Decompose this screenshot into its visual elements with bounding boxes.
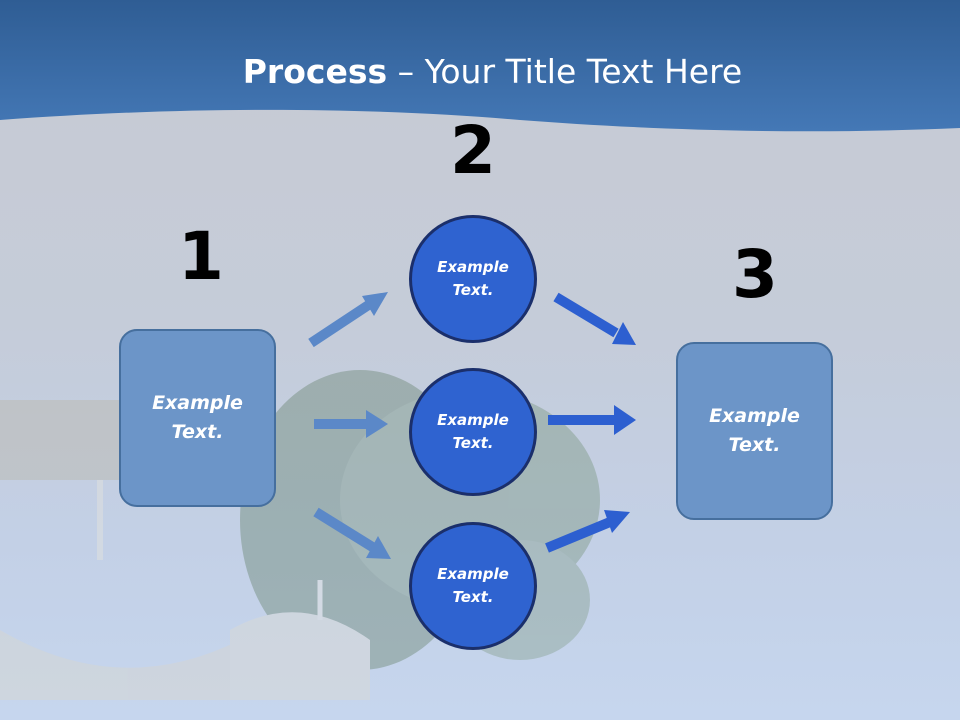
page-title: Process – Your Title Text Here bbox=[0, 52, 960, 91]
arrow-2-to-3-top bbox=[553, 292, 619, 338]
step-3-box: Example Text. bbox=[676, 342, 833, 520]
arrow-2-to-3-middle-head bbox=[614, 405, 636, 435]
step-3-text: Example Text. bbox=[709, 405, 800, 456]
step-2-circle-middle-text: Example Text. bbox=[437, 411, 509, 452]
arrow-2-to-3-bottom-head bbox=[604, 510, 630, 533]
arrow-1-to-2-top-head bbox=[362, 292, 388, 316]
step-number-2: 2 bbox=[450, 112, 496, 189]
step-2-circle-bottom-text: Example Text. bbox=[437, 565, 509, 606]
arrow-1-to-2-top bbox=[308, 299, 373, 348]
step-2-circle-middle: Example Text. bbox=[409, 368, 537, 496]
arrow-1-to-2-bottom-head bbox=[366, 536, 391, 559]
arrow-2-to-3-top-head bbox=[612, 322, 636, 345]
step-2-circle-top-text: Example Text. bbox=[437, 258, 509, 299]
arrow-2-to-3-bottom bbox=[545, 517, 612, 553]
step-2-circle-top: Example Text. bbox=[409, 215, 537, 343]
step-1-box: Example Text. bbox=[119, 329, 276, 507]
title-rest: – Your Title Text Here bbox=[387, 52, 743, 91]
step-1-text: Example Text. bbox=[152, 392, 243, 443]
step-2-circle-bottom: Example Text. bbox=[409, 522, 537, 650]
step-number-1: 1 bbox=[178, 218, 224, 295]
arrow-1-to-2-bottom bbox=[313, 507, 377, 553]
step-number-3: 3 bbox=[732, 236, 778, 313]
arrow-1-to-2-middle-head bbox=[366, 410, 388, 438]
header-band bbox=[0, 0, 960, 132]
title-bold: Process bbox=[242, 52, 388, 91]
